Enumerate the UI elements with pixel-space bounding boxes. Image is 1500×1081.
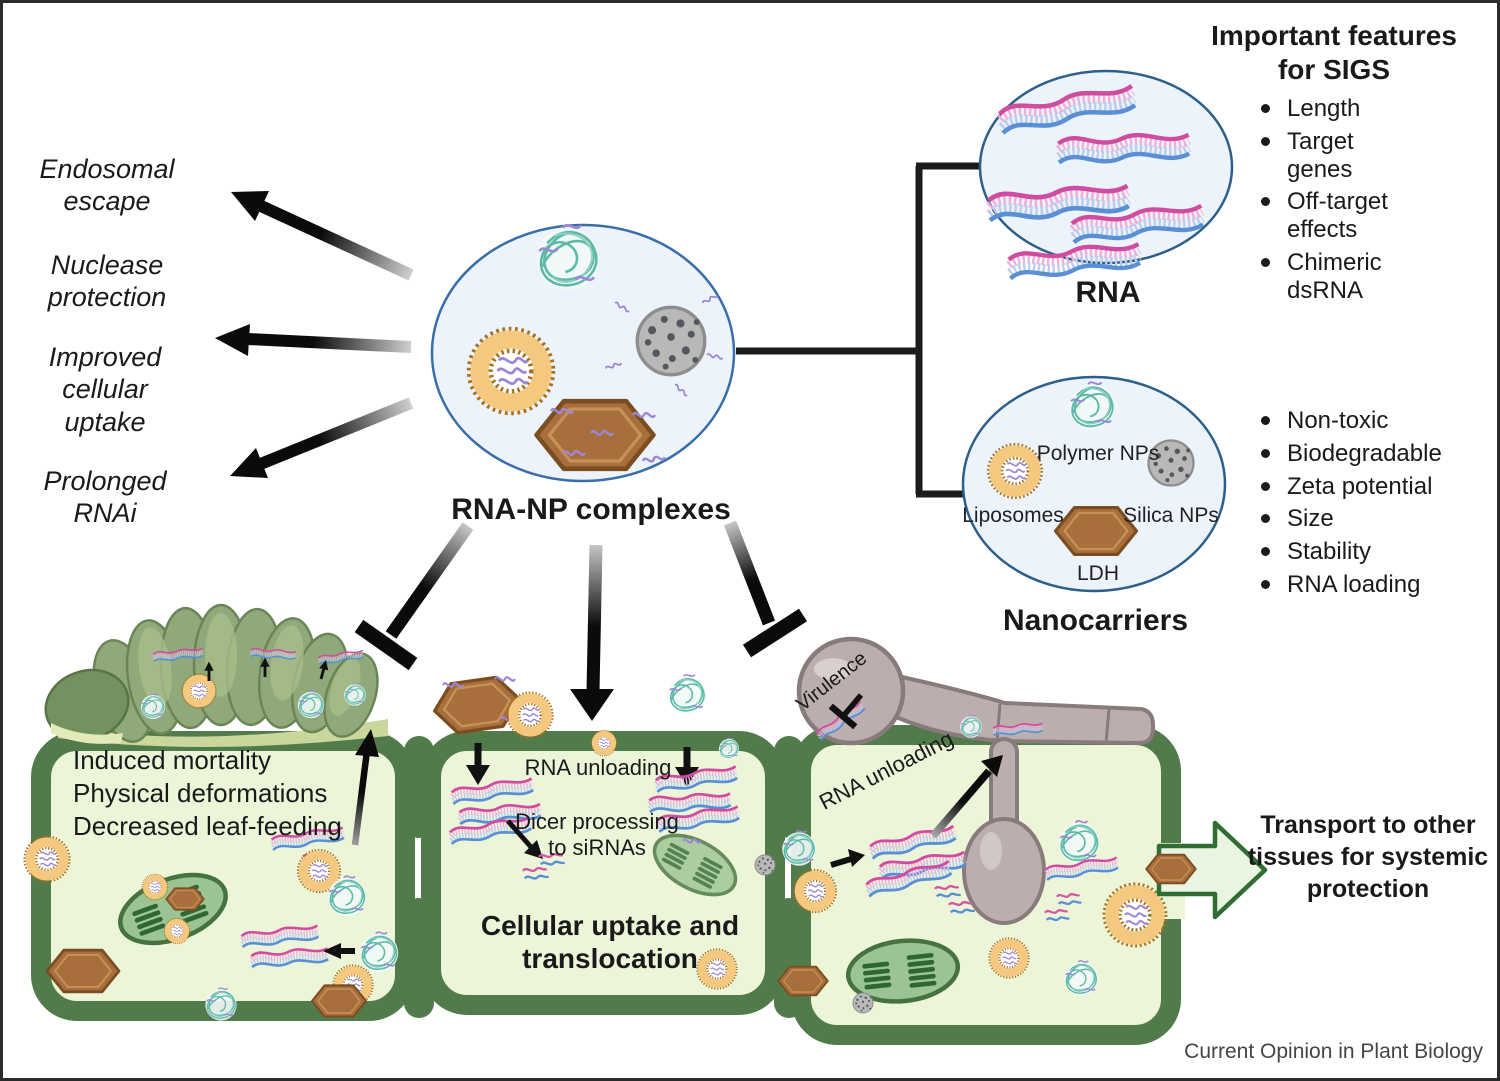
- ldh-label: LDH: [1076, 562, 1119, 585]
- insect-effect-line1: Induced mortality: [73, 745, 271, 775]
- cell2-contents: [429, 672, 829, 997]
- benefit-improved-uptake: Improved cellular uptake: [48, 342, 162, 437]
- ldh-through-plasmodesma: [310, 984, 368, 1018]
- nanocarrier-property-list: Non-toxic Biodegradable Zeta potential S…: [1253, 407, 1453, 604]
- cell1-contents: [25, 729, 400, 1022]
- virulence-inhibition-icon: [828, 693, 864, 730]
- inhibition-bar-caterpillar: [354, 619, 418, 671]
- delivery-arrows: [354, 520, 808, 721]
- property-item: Size: [1253, 505, 1453, 533]
- benefit-nuclease-protection: Nuclease protection: [47, 250, 167, 313]
- fungus-appressorium: [962, 817, 1046, 925]
- silica-nps-label: Silica NPs: [1123, 504, 1219, 527]
- feature-item: Length: [1253, 95, 1421, 123]
- benefit-endosomal-escape: Endosomal escape: [39, 154, 175, 217]
- nanocarriers-ellipse-group: [961, 375, 1227, 593]
- fungus-illustration: [796, 636, 1155, 925]
- feature-item: Chimeric dsRNA: [1253, 249, 1421, 305]
- property-item: RNA loading: [1253, 571, 1453, 599]
- transport-label: Transport to other tissues for systemic …: [1247, 811, 1489, 903]
- bracket-connector: [736, 162, 982, 498]
- diagram-artwork: [3, 69, 1268, 1045]
- rna-np-ellipse: [430, 223, 736, 483]
- sigs-feature-list: Length Target genes Off-target effects C…: [1253, 95, 1421, 310]
- nanocarriers-ellipse: [961, 375, 1227, 593]
- rna-ellipse-group: [978, 69, 1234, 279]
- caterpillar-illustration: [44, 603, 388, 748]
- liposomes-label: Liposomes: [962, 504, 1064, 527]
- property-item: Non-toxic: [1253, 407, 1453, 435]
- insect-effect-line3: Decreased leaf-feeding: [73, 811, 342, 841]
- polymer-nps-label: Polymer NPs: [1036, 442, 1160, 465]
- nanocarriers-label: Nanocarriers: [1002, 604, 1189, 637]
- dicer-processing-label: Dicer processing to siRNAs: [515, 809, 679, 861]
- rna-np-complexes-group: [430, 223, 736, 483]
- rna-np-complexes-label: RNA-NP complexes: [451, 493, 731, 526]
- benefit-prolonged-rnai: Prolonged RNAi: [43, 466, 167, 529]
- sigs-features-title: Important features for SIGS: [1211, 20, 1457, 85]
- feature-item: Target genes: [1253, 128, 1421, 184]
- journal-credit: Current Opinion in Plant Biology: [1184, 1040, 1483, 1063]
- property-item: Zeta potential: [1253, 473, 1453, 501]
- feature-item: Off-target effects: [1253, 188, 1421, 244]
- cellular-uptake-label: Cellular uptake and translocation: [480, 910, 740, 975]
- benefit-arrows: [215, 191, 414, 478]
- inhibition-bar-fungus: [742, 608, 808, 658]
- insect-effect-line2: Physical deformations: [73, 778, 328, 808]
- cell3-contents: [781, 714, 1166, 1014]
- rna-unloading-label-cell2: RNA unloading: [524, 755, 672, 780]
- transport-arrow: [1145, 820, 1268, 920]
- rna-label: RNA: [1075, 276, 1141, 309]
- ldh-through-plasmodesma-2: [777, 965, 829, 997]
- property-item: Biodegradable: [1253, 440, 1453, 468]
- property-item: Stability: [1253, 538, 1453, 566]
